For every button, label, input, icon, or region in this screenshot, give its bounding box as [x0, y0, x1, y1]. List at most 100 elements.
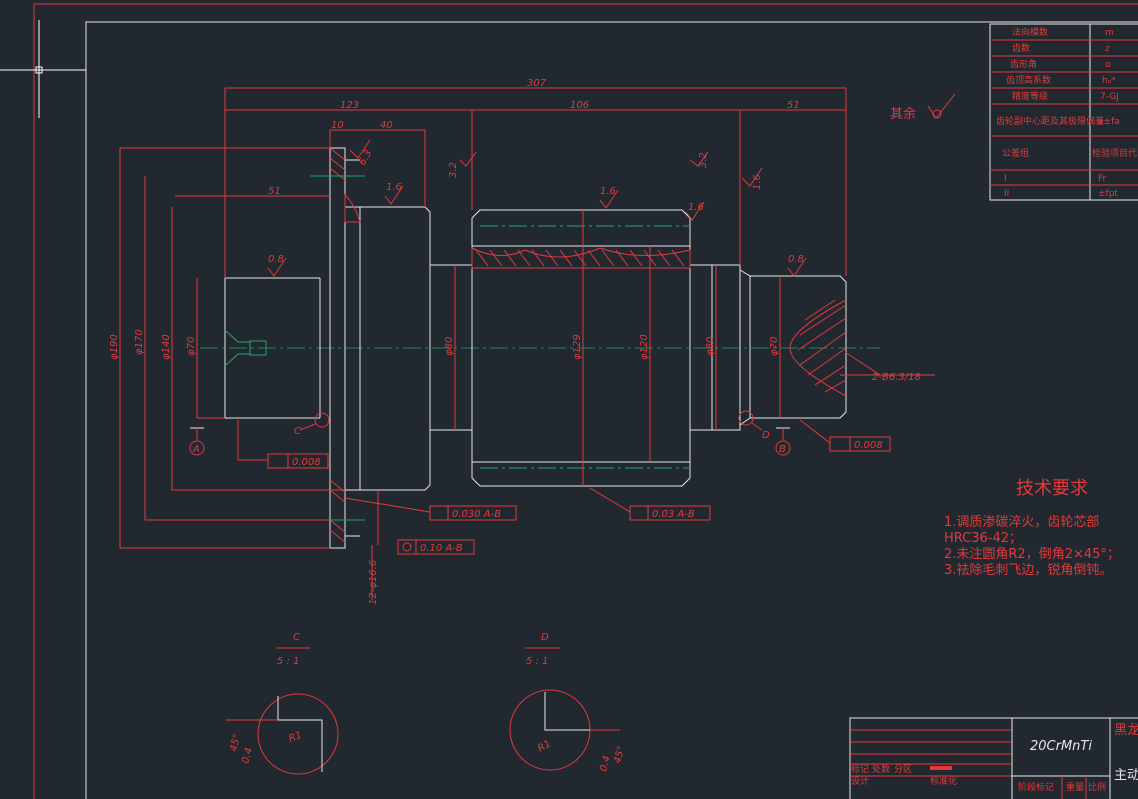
roughness-value: 6.3	[357, 148, 374, 167]
svg-text:B: B	[779, 444, 786, 455]
svg-text:I: I	[1004, 174, 1007, 184]
center-hole-label: 2-B6.3/18	[872, 372, 921, 383]
roughness-note: 其余	[890, 106, 916, 122]
roughness-value: 1.6	[600, 186, 616, 197]
crosshair-cursor-icon	[0, 20, 86, 118]
tolerance-frame: 0.03 A-B	[629, 505, 711, 521]
svg-text:0.4: 0.4	[240, 747, 255, 765]
title-block: 标记 处数 分区 标准化 设计 阶段标记 重量 比例 20CrMnTi 黑龙 主…	[849, 717, 1138, 799]
dim-d-root: φ120	[639, 334, 650, 360]
dim-hub-w: 40	[380, 120, 393, 131]
dim-d-gear: φ129	[572, 334, 583, 360]
svg-text:R1: R1	[536, 738, 553, 754]
detail-marker-d: D	[738, 410, 770, 441]
tolerance-frame: 0.008	[267, 453, 329, 469]
section-hatching	[329, 147, 847, 543]
svg-text:Fr: Fr	[1098, 174, 1107, 184]
svg-text:黑龙: 黑龙	[1114, 723, 1138, 738]
roughness-value: 3.2	[448, 162, 459, 178]
detail-view-c: C 5 : 1 45° 0.4 R1	[226, 632, 339, 775]
svg-text:法向模数: 法向模数	[1012, 26, 1048, 38]
svg-text:公差组: 公差组	[1002, 147, 1029, 159]
dim-d-hub: φ170	[134, 329, 145, 355]
tolerance-frame: 0.030 A-B	[429, 505, 517, 521]
roughness-general-icon	[927, 93, 956, 119]
tech-title: 技术要求	[1016, 478, 1088, 499]
svg-text:D: D	[541, 632, 549, 643]
svg-text:设计: 设计	[851, 775, 869, 787]
dim-left-len: 123	[340, 100, 359, 111]
svg-text:阶段标记: 阶段标记	[1018, 781, 1054, 793]
tolerance-frame: 0.10 A-B	[397, 539, 475, 555]
dim-gear-len: 106	[570, 100, 589, 111]
tolerance-frame: 0.008	[829, 436, 891, 452]
material-label: 20CrMnTi	[1030, 739, 1092, 754]
roughness-icon	[685, 201, 705, 221]
roughness-icon	[599, 189, 619, 209]
svg-text:0.030 A-B: 0.030 A-B	[452, 509, 501, 520]
svg-text:0.03 A-B: 0.03 A-B	[652, 509, 695, 520]
tech-note: 1.调质渗碳淬火，齿轮芯部	[944, 515, 1099, 530]
dim-bore-depth: 51	[268, 186, 281, 197]
dim-overall: 307	[527, 78, 547, 89]
roughness-icon	[459, 151, 477, 167]
roughness-icon	[267, 257, 287, 277]
tech-note: 2.未注圆角R2，倒角2×45°；	[944, 547, 1120, 562]
svg-text:0.008: 0.008	[292, 457, 321, 468]
svg-text:5 : 1: 5 : 1	[526, 656, 548, 667]
svg-text:R1: R1	[287, 730, 303, 745]
svg-text:±fpt: ±fpt	[1098, 189, 1118, 199]
dim-right-len: 51	[787, 100, 800, 111]
svg-text:hₐ*: hₐ*	[1102, 76, 1116, 86]
dim-d-pitch: φ140	[161, 334, 172, 360]
datum-a: A	[189, 427, 205, 456]
roughness-icon	[689, 151, 709, 167]
tech-note: 3.祛除毛刺飞边，锐角倒钝。	[944, 562, 1112, 578]
dim-holes: 12-φ16.6	[368, 560, 379, 605]
tech-note: HRC36-42；	[944, 531, 1022, 546]
datum-b: B	[775, 427, 791, 456]
svg-text:比例: 比例	[1088, 781, 1106, 793]
svg-text:0.10 A-B: 0.10 A-B	[420, 543, 463, 554]
svg-text:检验项目代号: 检验项目代号	[1092, 147, 1138, 159]
svg-text:45°: 45°	[612, 745, 627, 765]
roughness-icon	[349, 139, 371, 159]
gear-parameter-table: 法向模数 m 齿数 z 齿形角 α 齿顶高系数 hₐ* 精度等级 7-GJ 齿轮…	[989, 23, 1138, 201]
svg-text:齿数: 齿数	[1012, 42, 1030, 54]
sheet-outer-border	[33, 3, 1138, 799]
dim-d-neck2: φ80	[705, 337, 716, 356]
dim-d-right: φ70	[769, 337, 780, 356]
svg-text:II: II	[1004, 189, 1009, 199]
svg-text:精度等级: 精度等级	[1012, 90, 1048, 102]
svg-text:主动: 主动	[1114, 768, 1138, 783]
green-reference-lines	[224, 175, 690, 521]
svg-text:A: A	[192, 444, 200, 455]
roughness-value: 1.6	[386, 182, 402, 193]
roughness-value: 1.6	[688, 202, 704, 213]
svg-text:标记: 标记	[851, 763, 869, 775]
sheet-inner-border	[85, 21, 1138, 799]
svg-text:m: m	[1105, 28, 1114, 38]
roughness-value: 1.6	[752, 174, 763, 190]
shaft-outline	[224, 147, 847, 549]
svg-text:α: α	[1105, 60, 1111, 70]
svg-text:C: C	[294, 426, 301, 437]
svg-text:齿形角: 齿形角	[1010, 58, 1037, 70]
svg-text:7-GJ: 7-GJ	[1100, 92, 1119, 102]
svg-text:齿轮副中心距及其极限偏差: 齿轮副中心距及其极限偏差	[996, 115, 1104, 127]
dim-d-flange: φ190	[109, 334, 120, 360]
dim-flange-w: 10	[331, 120, 344, 131]
dim-d-left: φ70	[186, 337, 197, 356]
roughness-icon	[741, 167, 763, 187]
detail-view-d: D 5 : 1 R1 0.4 45°	[509, 632, 627, 773]
dim-d-neck: φ80	[444, 337, 455, 356]
svg-text:45°: 45°	[228, 733, 243, 753]
detail-marker-c: C	[294, 412, 330, 437]
dimension-lines	[119, 87, 935, 600]
roughness-icon	[384, 185, 404, 205]
svg-text:处数: 处数	[872, 763, 890, 775]
svg-text:5 : 1: 5 : 1	[277, 656, 299, 667]
svg-text:D: D	[762, 430, 770, 441]
roughness-value: 3.2	[698, 152, 709, 168]
